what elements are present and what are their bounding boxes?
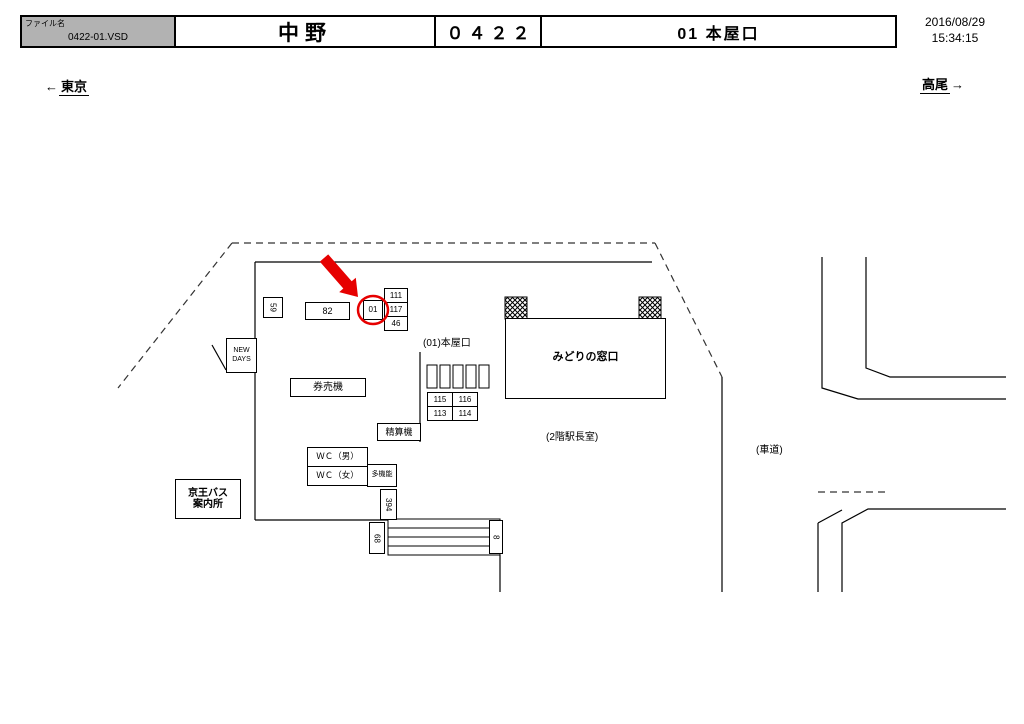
fare-adjust-box: 精算機 bbox=[377, 423, 421, 441]
ad-position-box-46: 46 bbox=[384, 316, 408, 331]
entrance-title: 01 本屋口 bbox=[540, 15, 897, 48]
new-days-shop: NEW DAYS bbox=[226, 338, 257, 373]
gate-pillar-hatch bbox=[504, 296, 662, 320]
ticket-machine-units bbox=[426, 364, 490, 389]
arrow-right-icon: → bbox=[951, 77, 965, 92]
file-name-box: ファイル名 0422-01.VSD bbox=[20, 15, 176, 48]
keio-bus-line1: 京王バス bbox=[188, 487, 228, 499]
ad-position-box-113: 113 bbox=[427, 406, 453, 421]
wc-women-box: ＷＣ（女） bbox=[307, 466, 368, 486]
ad-position-box-8: 8 bbox=[489, 520, 503, 554]
arrow-left-icon: ← bbox=[45, 79, 58, 94]
direction-takao-label: 高尾 bbox=[920, 77, 951, 94]
direction-takao: 高尾→ bbox=[920, 74, 965, 94]
station-name: 中野 bbox=[174, 15, 436, 48]
datetime-stamp: 2016/08/29 15:34:15 bbox=[905, 14, 1005, 46]
ad-position-box-01: 01 bbox=[363, 300, 383, 320]
ad-position-box-111: 111 bbox=[384, 288, 408, 303]
time-text: 15:34:15 bbox=[931, 31, 979, 45]
ad-position-box-116: 116 bbox=[452, 392, 478, 407]
keio-bus-line2: 案内所 bbox=[193, 499, 223, 510]
road-lower-right bbox=[817, 508, 1006, 592]
ad-position-box-117: 117 bbox=[384, 302, 408, 317]
ticket-vending-box: 券売機 bbox=[290, 378, 366, 397]
ad-position-box-59: 59 bbox=[263, 297, 283, 318]
station-code: ０４２２ bbox=[434, 15, 542, 48]
midori-no-madoguchi: みどりの窓口 bbox=[505, 318, 666, 399]
ad-position-box-82: 82 bbox=[305, 302, 350, 320]
file-name-label: ファイル名 bbox=[25, 19, 65, 28]
road-upper-right bbox=[821, 257, 1006, 400]
direction-tokyo-label: 東京 bbox=[59, 79, 90, 96]
ad-position-box-114: 114 bbox=[452, 406, 478, 421]
station-master-label: (2階駅長室) bbox=[546, 432, 599, 443]
file-name-value: 0422-01.VSD bbox=[67, 32, 129, 43]
ad-position-box-115: 115 bbox=[427, 392, 453, 407]
wc-men-box: ＷＣ（男） bbox=[307, 447, 368, 467]
stairs bbox=[387, 518, 501, 556]
keio-bus-info-box: 京王バス 案内所 bbox=[175, 479, 241, 519]
multifunction-toilet-box: 多機能 bbox=[367, 464, 397, 487]
ad-position-box-68: 68 bbox=[369, 522, 385, 554]
direction-tokyo: ←東京 bbox=[44, 76, 90, 96]
date-text: 2016/08/29 bbox=[924, 15, 986, 29]
entrance-label: (01)本屋口 bbox=[423, 338, 471, 349]
roadway-label: (車道) bbox=[756, 445, 783, 456]
property-boundary-dashed bbox=[117, 242, 886, 493]
ad-position-box-394: 394 bbox=[380, 489, 397, 520]
header-bar: ファイル名 0422-01.VSD 中野 ０４２２ 01 本屋口 bbox=[20, 15, 897, 48]
